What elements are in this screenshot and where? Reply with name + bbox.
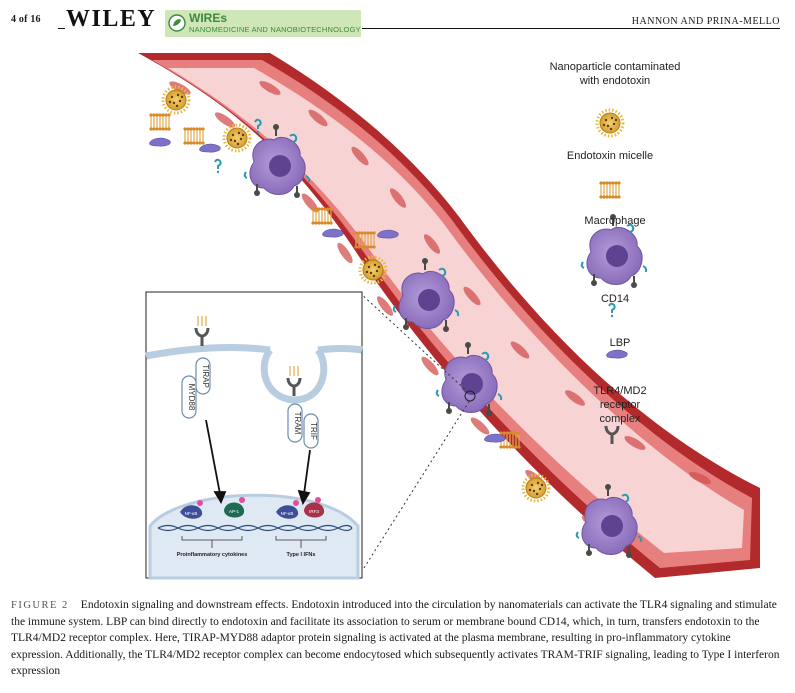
cd14-icon [214,158,222,175]
nanoparticle-icon [222,123,252,153]
page-header: 4 of 16 WILEY WIREs NANOMEDICINE AND NAN… [0,0,795,40]
nanoparticle-icon [161,85,191,115]
zoom-lines [359,292,471,569]
header-rule-left [58,28,65,29]
type-i-ifn-label: Type I IFNs [287,552,316,558]
publisher-logo: WILEY [66,6,157,32]
trif-label: TRIF [309,422,318,440]
figure-2: TIRAP MYD88 TRAM TRIF NF-κB AP-1 [0,48,795,588]
journal-full-title: NANOMEDICINE AND NANOBIOTECHNOLOGY [189,25,361,34]
nanoparticle-icon [521,473,551,503]
nfkb-label-2: NF-κB [281,511,294,516]
wires-leaf-icon [168,14,186,32]
zoom-marker [464,390,476,402]
legend-micelle-icon [598,180,622,200]
journal-short-title: WIREs [189,11,228,25]
journal-badge: WIREs NANOMEDICINE AND NANOBIOTECHNOLOGY [165,10,361,37]
vessel-contents [148,85,643,559]
irf3-label: IRF3 [309,509,319,514]
tirap-label: TIRAP [201,364,210,388]
proinflammatory-label: Proinflammatory cytokines [177,552,248,558]
myd88-label: MYD88 [187,384,196,411]
micelle-icon [148,112,172,132]
legend-macrophage-label: Macrophage [584,215,646,227]
lbp-icon [484,433,506,443]
lbp-icon [149,137,171,147]
signaling-inset: TIRAP MYD88 TRAM TRIF NF-κB AP-1 [145,291,363,580]
legend-micelle-label: Endotoxin micelle [566,150,654,162]
legend-cd14-label: CD14 [600,293,630,305]
legend-lbp-label: LBP [609,337,631,349]
legend-lbp-icon [606,349,628,359]
lbp-icon [322,228,344,238]
transcription-factors: NF-κB AP-1 NF-κB IRF3 [180,497,325,519]
legend-nanoparticle-icon [595,108,625,138]
header-rule-right [362,28,780,29]
legend-tlr4-label: TLR4/MD2 receptor complex [593,385,647,425]
running-authors: HANNON AND PRINA-MELLO [631,16,780,27]
tram-label: TRAM [293,412,302,435]
endotoxin-icon [197,316,299,376]
ap1-label: AP-1 [229,509,240,514]
figure-label: FIGURE 2 [11,600,69,611]
page-number: 4 of 16 [11,14,41,25]
lbp-icon [199,143,221,153]
output-brackets [181,536,327,548]
figure-illustration: TIRAP MYD88 TRAM TRIF NF-κB AP-1 [138,53,760,580]
nfkb-label-1: NF-κB [185,511,198,516]
caption-text: Endotoxin signaling and downstream effec… [11,599,780,677]
signal-arrows [205,419,311,506]
micelle-icon [182,126,206,146]
legend-nanoparticle-label: Nanoparticle contaminated with endotoxin [549,61,681,87]
